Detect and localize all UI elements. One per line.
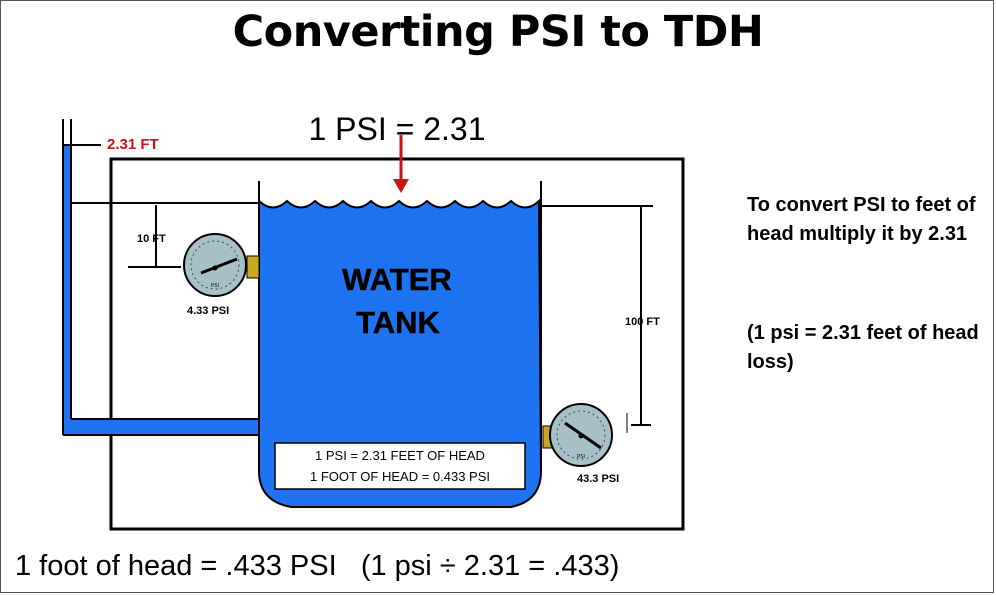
gauge-top-ticks <box>190 240 240 290</box>
gauge-bottom-face-label: PSI <box>577 454 585 460</box>
gauge-top-needle <box>200 257 238 275</box>
standpipe-empty <box>63 119 71 145</box>
conversion-instruction: To convert PSI to feet of head multiply … <box>747 194 976 245</box>
conversion-note: (1 psi = 2.31 feet of head loss) <box>747 322 979 373</box>
bottom-formula: 1 foot of head = .433 PSI (1 psi ÷ 2.31 … <box>15 550 620 582</box>
info-box-line2: 1 FOOT OF HEAD = 0.433 PSI <box>310 469 490 484</box>
pressure-gauge-top: PSI <box>183 233 260 297</box>
outer-frame <box>109 157 685 531</box>
slide-title: Converting PSI to TDH <box>232 7 764 57</box>
gauge-bottom-hub <box>578 433 584 439</box>
tall-height-label: 100 FT <box>625 316 660 328</box>
pressure-gauge-bottom: PSI <box>542 403 613 467</box>
gauge-bottom-reading: 43.3 PSI <box>577 473 619 485</box>
tank-label-line2: TANK <box>356 305 440 340</box>
gauge-top-dial <box>183 233 247 297</box>
tank-label-line1: WATER <box>342 262 452 297</box>
water-tank <box>258 198 543 508</box>
info-box-line1: 1 PSI = 2.31 FEET OF HEAD <box>315 448 485 463</box>
header-equation: 1 PSI = 2.31 <box>308 111 485 147</box>
info-box <box>274 442 526 490</box>
short-height-label: 10 FT <box>137 233 166 245</box>
gauge-top-hub <box>212 265 218 271</box>
gauge-top-fitting <box>246 255 260 279</box>
red-arrow-head <box>393 179 409 193</box>
gauge-top-face-label: PSI <box>211 283 219 289</box>
gauge-bottom-ticks <box>556 410 606 460</box>
gauge-top-reading: 4.33 PSI <box>187 305 229 317</box>
column-height-label: 2.31 FT <box>107 136 159 153</box>
